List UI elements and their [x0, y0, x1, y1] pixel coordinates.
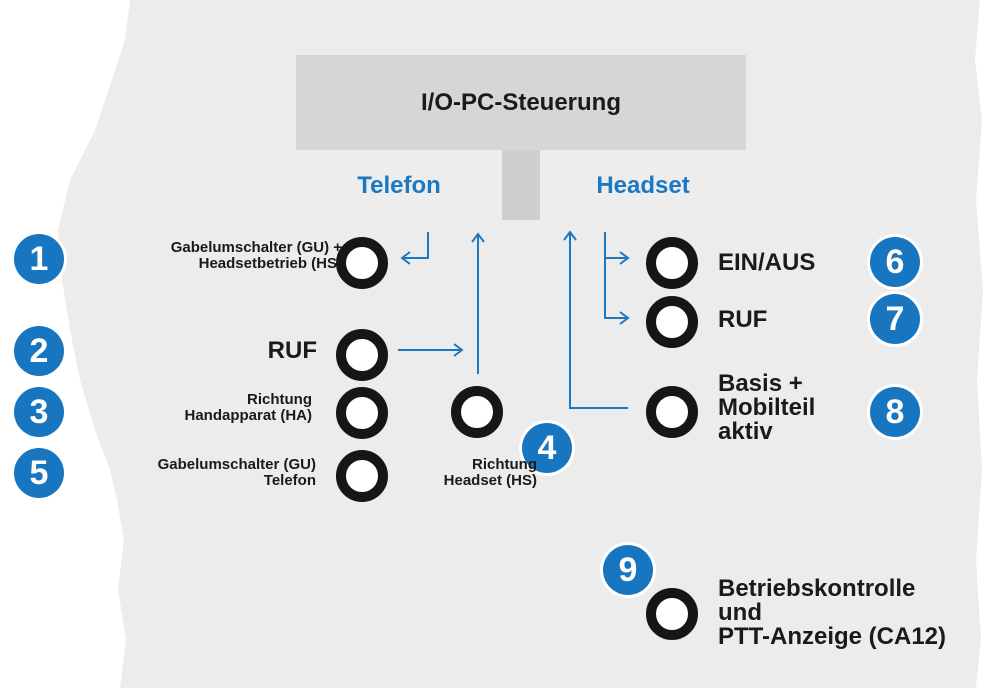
- led-jack-5: [336, 450, 388, 502]
- label-8-line2: Mobilteil: [718, 394, 816, 421]
- label-5-line2: Telefon: [263, 472, 316, 490]
- wire-8-arrowhead: [563, 230, 577, 241]
- badge-3: 3: [14, 387, 64, 437]
- label-indicator-1: Gabelumschalter (GU) + Headsetbetrieb (H…: [170, 239, 342, 273]
- badge-1: 1: [14, 234, 64, 284]
- label-1-line2: Headsetbetrieb (HS): [198, 255, 342, 273]
- badge-8: 8: [870, 387, 920, 437]
- wire-7-arrowhead: [619, 311, 630, 325]
- controller-title: I/O-PC-Steuerung: [296, 55, 746, 150]
- led-jack-8: [646, 386, 698, 438]
- badge-9: 9: [603, 545, 653, 595]
- label-indicator-9: Betriebskontrolle und PTT-Anzeige (CA12): [718, 577, 946, 649]
- label-4-line1: Richtung: [472, 456, 537, 473]
- label-indicator-4: Richtung Headset (HS): [443, 456, 537, 490]
- badge-4: 4: [522, 423, 572, 473]
- tab-telefon: Telefon: [296, 152, 502, 220]
- led-jack-9: [646, 588, 698, 640]
- led-jack-2: [336, 329, 388, 381]
- led-jack-3: [336, 387, 388, 439]
- wire-6-7: [604, 232, 628, 319]
- label-9-line2: und: [718, 599, 762, 626]
- wire-4-arrowhead: [471, 232, 485, 243]
- label-indicator-5: Gabelumschalter (GU) Telefon: [157, 456, 316, 490]
- label-1-line1: Gabelumschalter (GU) +: [170, 239, 342, 256]
- label-indicator-3: Richtung Handapparat (HA): [184, 391, 312, 425]
- wire-8: [569, 232, 628, 409]
- tab-headset: Headset: [540, 152, 746, 220]
- wire-1-arrowhead: [400, 251, 411, 265]
- label-indicator-8: Basis + Mobilteil aktiv: [718, 372, 815, 444]
- wire-6-arrowhead: [619, 251, 630, 265]
- led-jack-4: [451, 386, 503, 438]
- badge-7: 7: [870, 294, 920, 344]
- label-9-line1: Betriebskontrolle: [718, 575, 916, 602]
- label-indicator-2: RUF: [267, 337, 317, 364]
- label-8-line3: aktiv: [718, 418, 773, 445]
- wire-1: [402, 232, 429, 259]
- label-indicator-6: EIN/AUS: [718, 249, 816, 276]
- wire-2-arrowhead: [453, 343, 464, 357]
- label-9-line3: PTT-Anzeige (CA12): [718, 623, 947, 650]
- label-3-line2: Handapparat (HA): [184, 407, 312, 425]
- label-8-line1: Basis +: [718, 370, 803, 397]
- label-4-line2: Headset (HS): [443, 472, 537, 490]
- badge-5: 5: [14, 448, 64, 498]
- label-5-line1: Gabelumschalter (GU): [157, 456, 316, 473]
- header-divider: [502, 150, 540, 220]
- label-3-line1: Richtung: [247, 391, 312, 408]
- led-jack-6: [646, 237, 698, 289]
- led-jack-7: [646, 296, 698, 348]
- badge-6: 6: [870, 237, 920, 287]
- label-indicator-7: RUF: [718, 306, 768, 333]
- badge-2: 2: [14, 326, 64, 376]
- led-jack-1: [336, 237, 388, 289]
